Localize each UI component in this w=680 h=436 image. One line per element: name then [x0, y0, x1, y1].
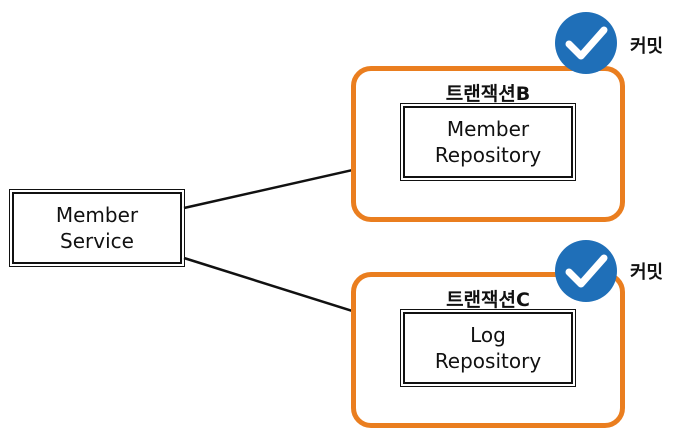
- log-repository-label: Log Repository: [434, 323, 542, 373]
- transaction-b-title: 트랜잭션B: [445, 83, 531, 105]
- transaction-b-commit-label: 커밋: [630, 36, 664, 57]
- member-repository-label: Member Repository: [434, 117, 542, 167]
- log-repository-box: Log Repository: [400, 309, 576, 387]
- transaction-c-title: 트랜잭션C: [446, 289, 530, 311]
- member-service-label: Member Service: [55, 203, 139, 253]
- member-repository-box: Member Repository: [400, 103, 576, 181]
- member-service-box: Member Service: [9, 189, 185, 267]
- transaction-c-commit-label: 커밋: [630, 262, 664, 283]
- check-circle-icon: [555, 12, 617, 74]
- check-circle-icon: [555, 240, 617, 302]
